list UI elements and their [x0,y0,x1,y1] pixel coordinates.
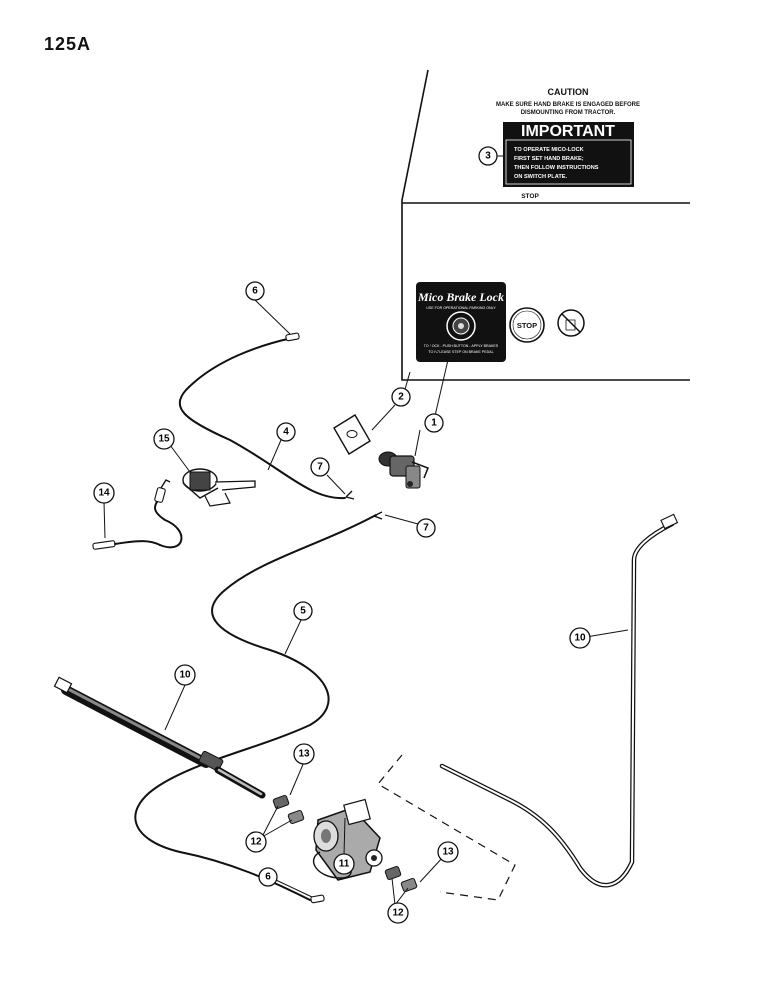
brake-lock-valve [313,798,383,881]
wire-part-5 [134,511,383,904]
callout-6-top: 6 [245,281,265,301]
svg-text:13: 13 [298,749,310,760]
stop-button-label: STOP [517,321,537,330]
tractor-console-panel [401,69,690,381]
fittings-left [272,794,305,825]
callout-6-bottom: 6 [258,867,278,887]
switch-plate-subtitle: USE FOR OPERATIONAL PARKING ONLY [426,306,496,310]
svg-text:2: 2 [398,392,404,403]
svg-text:11: 11 [339,859,350,870]
callout-2: 2 [391,387,411,407]
stop-label: STOP [521,193,539,200]
callout-7-lower: 7 [416,518,436,538]
important-title: IMPORTANT [521,123,615,140]
callout-12-left: 12 [245,831,267,853]
callout-3: 3 [478,146,498,166]
switch-plate-line-1: TO LOCK - PUSH BUTTON - APPLY BRAKES [424,344,499,348]
leader-lines [103,155,629,906]
callout-14: 14 [93,482,115,504]
svg-text:5: 5 [300,606,306,617]
svg-text:7: 7 [317,462,323,473]
svg-text:12: 12 [392,908,404,919]
svg-text:12: 12 [250,837,262,848]
svg-text:3: 3 [485,151,491,162]
important-line-1: TO OPERATE MICO-LOCK [514,147,584,153]
mico-brake-lock-switch-plate: Mico Brake Lock USE FOR OPERATIONAL PARK… [416,282,506,362]
caution-line-1: MAKE SURE HAND BRAKE IS ENGAGED BEFORE [496,102,640,108]
switch-gasket [333,414,371,455]
page-number: 125A [44,34,92,54]
callout-10-right: 10 [569,627,591,649]
callout-13-left: 13 [293,743,315,765]
svg-text:10: 10 [574,633,586,644]
important-line-4: ON SWITCH PLATE. [514,174,567,180]
callout-11: 11 [333,853,355,875]
caution-heading: CAUTION [548,87,589,97]
svg-text:15: 15 [158,434,170,445]
brake-tube-right [439,513,679,888]
important-line-3: THEN FOLLOW INSTRUCTIONS [514,165,599,171]
callout-5: 5 [293,601,313,621]
callout-4: 4 [276,422,296,442]
svg-text:7: 7 [423,523,429,534]
callout-1: 1 [424,413,444,433]
callout-12-right: 12 [387,902,409,924]
svg-text:13: 13 [442,847,454,858]
wire-part-4 [178,332,355,500]
fittings-right [384,865,418,893]
callout-15: 15 [153,428,175,450]
caution-panel: CAUTION MAKE SURE HAND BRAKE IS ENGAGED … [496,87,640,116]
switch-plate-line-2: TO RELEASE STEP ON BRAKE PEDAL [428,350,493,354]
svg-text:6: 6 [265,872,271,883]
callout-7-upper: 7 [310,457,330,477]
brake-lock-switch [378,451,429,489]
stop-button: STOP [509,307,545,343]
switch-plate-brand: Mico Brake Lock [417,290,504,304]
svg-text:6: 6 [252,286,258,297]
callout-13-right: 13 [437,841,459,863]
hose-assembly-left [53,676,266,799]
dashed-valve-outline [377,754,516,901]
svg-text:10: 10 [179,670,191,681]
important-line-2: FIRST SET HAND BRAKE; [514,156,584,162]
caution-line-2: DISMOUNTING FROM TRACTOR. [521,110,616,116]
svg-text:1: 1 [431,418,437,429]
important-decal: IMPORTANT TO OPERATE MICO-LOCK FIRST SET… [503,122,634,187]
lead-wire [92,479,183,550]
prohibition-icon [557,309,585,337]
pressure-switch [182,468,256,507]
callout-10-left: 10 [174,664,196,686]
svg-text:4: 4 [283,427,289,438]
svg-text:14: 14 [98,488,110,499]
